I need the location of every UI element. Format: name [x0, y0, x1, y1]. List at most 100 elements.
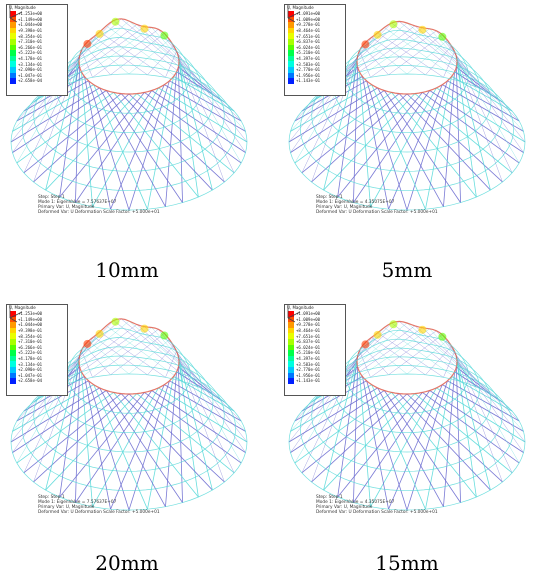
legend-swatch — [10, 361, 16, 367]
mesh-line — [99, 387, 166, 507]
mesh-line — [165, 51, 177, 78]
mesh-line — [406, 80, 448, 211]
mesh-line — [33, 50, 82, 183]
legend-row: +1.143e-01 — [288, 78, 320, 84]
contour-spot — [160, 31, 169, 40]
legend-row: +1.091e+00 — [288, 11, 320, 17]
legend-value: +8.464e-01 — [296, 328, 321, 334]
mesh-line — [359, 371, 371, 507]
legend-swatch — [288, 11, 294, 17]
mesh-line — [144, 26, 242, 122]
legend-row: +1.143e-01 — [288, 378, 320, 384]
legend-swatch — [288, 327, 294, 334]
mesh-line — [84, 376, 111, 510]
mesh-line — [294, 92, 392, 164]
mesh-line — [93, 384, 148, 510]
legend-title: U, Magnitude — [9, 305, 36, 310]
info-line: Deformed Var: U Deformation Scale Factor… — [316, 510, 438, 515]
mesh-line — [169, 339, 242, 464]
contour-spot — [83, 39, 92, 48]
mesh-line — [388, 34, 443, 76]
legend-row: +5.210e-01 — [288, 50, 320, 56]
mesh-line — [337, 361, 358, 498]
mesh-line — [164, 384, 246, 432]
legend-row: +6.837e-01 — [288, 338, 320, 345]
mesh-line — [176, 51, 225, 183]
legend-value: +1.149e+00 — [18, 16, 43, 22]
legend-swatch — [288, 33, 294, 39]
mesh-line — [371, 37, 426, 76]
legend-title: U, Magnitude — [287, 5, 314, 10]
mesh-line — [425, 345, 452, 376]
legend-value: +9.278e-01 — [296, 322, 321, 328]
legend-swatch — [10, 11, 16, 17]
mesh-line — [353, 66, 359, 203]
legend-value: +5.222e-01 — [18, 350, 43, 356]
info-line: Mode 1: EigenValue = 4.35075E+07 — [316, 200, 395, 205]
mesh-line — [106, 325, 183, 382]
legend-swatch — [288, 344, 294, 351]
mesh-line — [406, 393, 503, 483]
legend-swatch — [10, 350, 16, 356]
panel-5mm: U, Magnitude +1.091e+00+1.009e+00+9.278e… — [282, 2, 532, 234]
panel-15mm: U, Magnitude +1.091e+00+1.009e+00+9.278e… — [282, 302, 532, 534]
contour-spot — [389, 20, 398, 29]
mesh-line — [169, 39, 242, 164]
legend-row: +7.310e-01 — [10, 338, 42, 345]
mesh-ring — [21, 64, 237, 192]
legend-row: +1.956e-01 — [288, 72, 320, 79]
caption-20mm: 20mm — [95, 551, 159, 575]
legend-swatch — [10, 22, 16, 28]
mesh-line — [455, 356, 491, 491]
mesh-line — [75, 27, 152, 82]
mesh-line — [59, 61, 80, 198]
legend-swatch — [288, 361, 294, 367]
mesh-line — [136, 93, 235, 174]
legend-value: +1.149e+00 — [18, 316, 43, 322]
mesh-ring — [78, 318, 180, 395]
legend-row: +2.770e-01 — [288, 366, 320, 373]
contour-spot — [83, 339, 92, 348]
legend-value: +2.658e-04 — [18, 378, 43, 384]
legend-swatch — [288, 366, 294, 373]
mesh-ring — [33, 355, 225, 472]
axis-triad-icon — [9, 5, 23, 23]
legend-row: +4.178e-01 — [10, 355, 42, 362]
mesh-line — [391, 92, 477, 198]
legend-swatch — [10, 61, 16, 67]
mesh-line — [164, 84, 246, 132]
legend-row: +2.658e-04 — [10, 378, 42, 384]
legend-swatch — [10, 72, 16, 79]
mesh-ring — [311, 356, 503, 472]
legend-swatch — [10, 333, 16, 339]
legend-value: +1.253e+00 — [18, 11, 43, 17]
mesh-line — [359, 350, 371, 378]
mesh-line — [353, 90, 431, 203]
info-line: Primary Var: U, Magnitude — [316, 505, 373, 510]
legend-value: +9.398e-01 — [18, 28, 43, 34]
mesh-line — [443, 351, 455, 378]
mesh-line — [176, 351, 225, 483]
legend-value: +1.009e+00 — [296, 16, 321, 22]
legend-value: +1.091e+00 — [296, 311, 321, 317]
legend-swatch — [288, 378, 294, 384]
mesh-line — [447, 80, 520, 122]
mesh-line — [388, 84, 443, 210]
legend-swatch — [10, 66, 16, 73]
mesh-line — [113, 320, 199, 388]
legend-value: +6.837e-01 — [296, 39, 321, 45]
legend-swatch — [10, 44, 16, 51]
mesh-line — [113, 20, 199, 88]
mesh-line — [383, 390, 461, 503]
contour-spot — [111, 17, 120, 26]
mesh-line — [59, 26, 145, 88]
mesh-line — [456, 61, 477, 198]
info-line: Step: Step-1 — [38, 495, 65, 500]
mesh-line — [10, 87, 100, 143]
mesh-line — [113, 92, 199, 198]
legend-swatch — [10, 311, 16, 317]
legend-value: +8.354e-01 — [18, 33, 43, 39]
mesh-line — [422, 392, 520, 464]
contour-spot — [438, 32, 447, 41]
mesh-line — [75, 90, 153, 203]
